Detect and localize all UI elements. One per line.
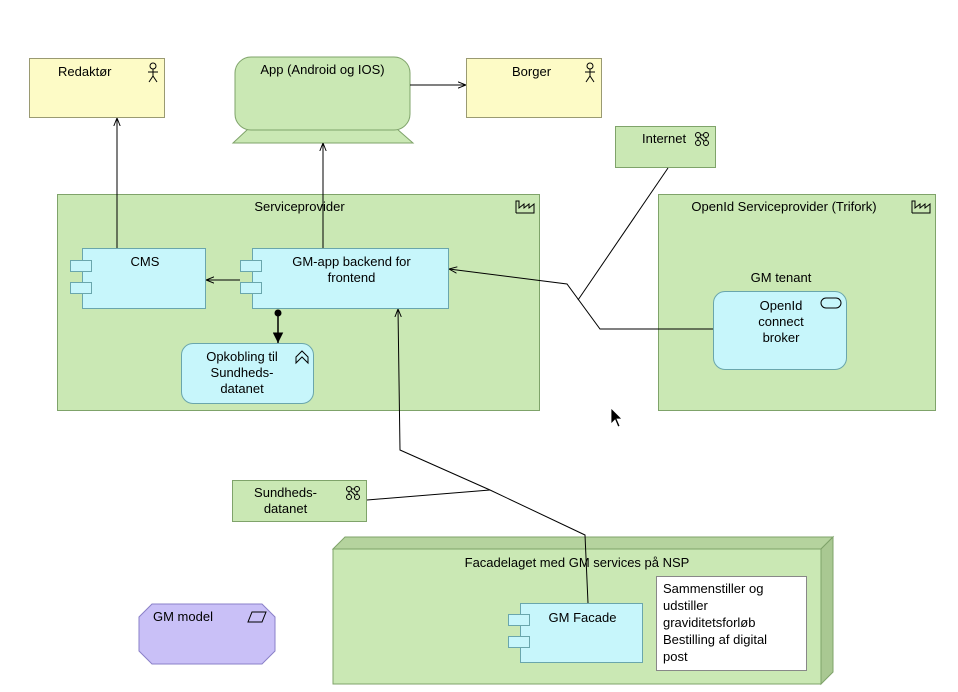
actor-borger-label: Borger	[512, 64, 552, 79]
component-port-icon	[508, 636, 530, 648]
actor-icon	[585, 62, 595, 83]
broker-label-line3: broker	[762, 330, 800, 345]
opkobling-label-line2: Sundheds-	[210, 365, 274, 380]
backend-label-line2: frontend	[327, 270, 376, 285]
component-port-icon	[240, 260, 262, 272]
gm-facade-label: GM Facade	[548, 610, 617, 625]
gm-model-shape	[138, 603, 276, 665]
opkobling-service[interactable]: Opkobling til Sundheds- datanet	[181, 343, 314, 404]
app-device-shape	[231, 56, 415, 144]
actor-redaktor[interactable]: Redaktør	[29, 58, 165, 118]
actor-borger[interactable]: Borger	[466, 58, 602, 118]
openid-title: OpenId Serviceprovider (Trifork)	[691, 199, 877, 214]
broker-label-line1: OpenId	[759, 298, 803, 313]
network-icon	[346, 486, 360, 500]
network-icon	[695, 132, 709, 146]
serviceprovider-title: Serviceprovider	[254, 199, 345, 214]
facility-icon	[515, 200, 535, 214]
component-port-icon	[70, 282, 92, 294]
service-icon	[820, 297, 842, 309]
actor-icon	[148, 62, 158, 83]
gm-app-backend-component[interactable]: GM-app backend for frontend	[252, 248, 449, 309]
facade-title[interactable]: Facadelaget med GM services på NSP	[464, 555, 690, 570]
cms-component[interactable]: CMS	[82, 248, 206, 309]
opkobling-label-line1: Opkobling til	[206, 349, 278, 364]
gm-tenant-label[interactable]: GM tenant	[750, 270, 812, 285]
chevron-up-icon	[295, 350, 309, 365]
gm-model-label[interactable]: GM model	[153, 609, 213, 624]
sundhedsdatanet-network[interactable]: Sundheds- datanet	[232, 480, 367, 522]
openid-connect-broker[interactable]: OpenId connect broker	[713, 291, 847, 370]
app-label[interactable]: App (Android og IOS)	[260, 62, 385, 77]
actor-redaktor-label: Redaktør	[58, 64, 112, 79]
opkobling-label-line3: datanet	[220, 381, 264, 396]
gm-facade-component[interactable]: GM Facade	[520, 603, 643, 663]
facility-icon	[911, 200, 931, 214]
component-port-icon	[70, 260, 92, 272]
internet-network[interactable]: Internet	[615, 126, 716, 168]
sundhedsdatanet-label-line1: Sundheds-	[254, 485, 317, 500]
facade-note[interactable]: Sammenstiller og udstiller graviditetsfo…	[656, 576, 807, 671]
cms-label: CMS	[130, 254, 160, 269]
broker-label-line2: connect	[758, 314, 804, 329]
sundhedsdatanet-label-line2: datanet	[263, 501, 308, 516]
data-object-icon	[247, 611, 267, 623]
component-port-icon	[508, 614, 530, 626]
backend-label-line1: GM-app backend for	[292, 254, 411, 269]
component-port-icon	[240, 282, 262, 294]
internet-label: Internet	[642, 131, 687, 146]
